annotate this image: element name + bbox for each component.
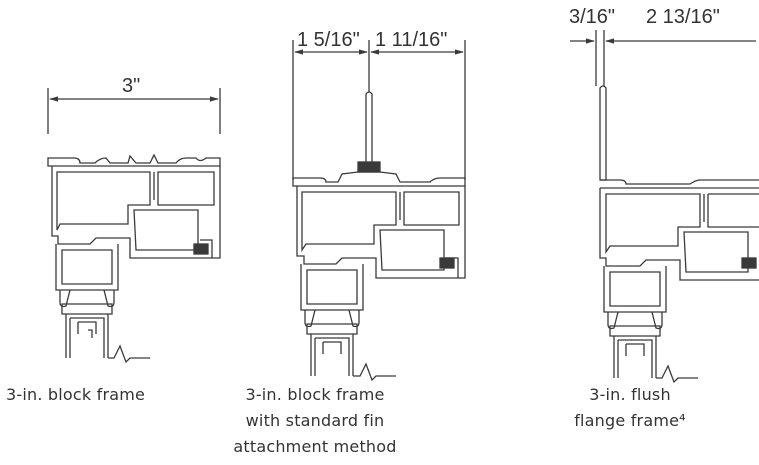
dimension-label-1-11-16: 1 11/16" xyxy=(375,29,447,51)
caption-line: 3-in. block frame xyxy=(6,385,146,404)
dimension-line-3in xyxy=(47,88,221,134)
caption-line: 3-in. block frame xyxy=(245,385,385,404)
caption-line: 3-in. flush xyxy=(589,385,671,404)
dimension-label-1-5-16: 1 5/16" xyxy=(297,29,360,51)
caption-line: with standard fin xyxy=(245,411,385,430)
block-frame-with-fin-profile xyxy=(292,171,466,382)
dimension-label-2-13-16: 2 13/16" xyxy=(646,6,720,28)
block-frame-fin-drawing xyxy=(292,40,466,382)
dimension-line-flange xyxy=(570,30,756,86)
fin-profile xyxy=(357,91,381,173)
block-frame-drawing xyxy=(47,88,221,364)
caption-line: attachment method xyxy=(233,437,397,456)
dimension-label-3-16: 3/16" xyxy=(569,6,615,28)
dimension-label-3in: 3" xyxy=(122,75,140,97)
caption-block-frame-fin: 3-in. block frame with standard fin atta… xyxy=(230,382,400,460)
caption-flush-flange-frame: 3-in. flush flange frame⁴ xyxy=(555,382,705,434)
flush-flange-profile xyxy=(599,85,759,384)
dimension-line-fin xyxy=(292,40,466,180)
caption-line: flange frame⁴ xyxy=(574,411,686,430)
block-frame-profile xyxy=(47,153,221,364)
caption-block-frame: 3-in. block frame xyxy=(6,382,166,408)
flush-flange-drawing xyxy=(570,30,759,384)
